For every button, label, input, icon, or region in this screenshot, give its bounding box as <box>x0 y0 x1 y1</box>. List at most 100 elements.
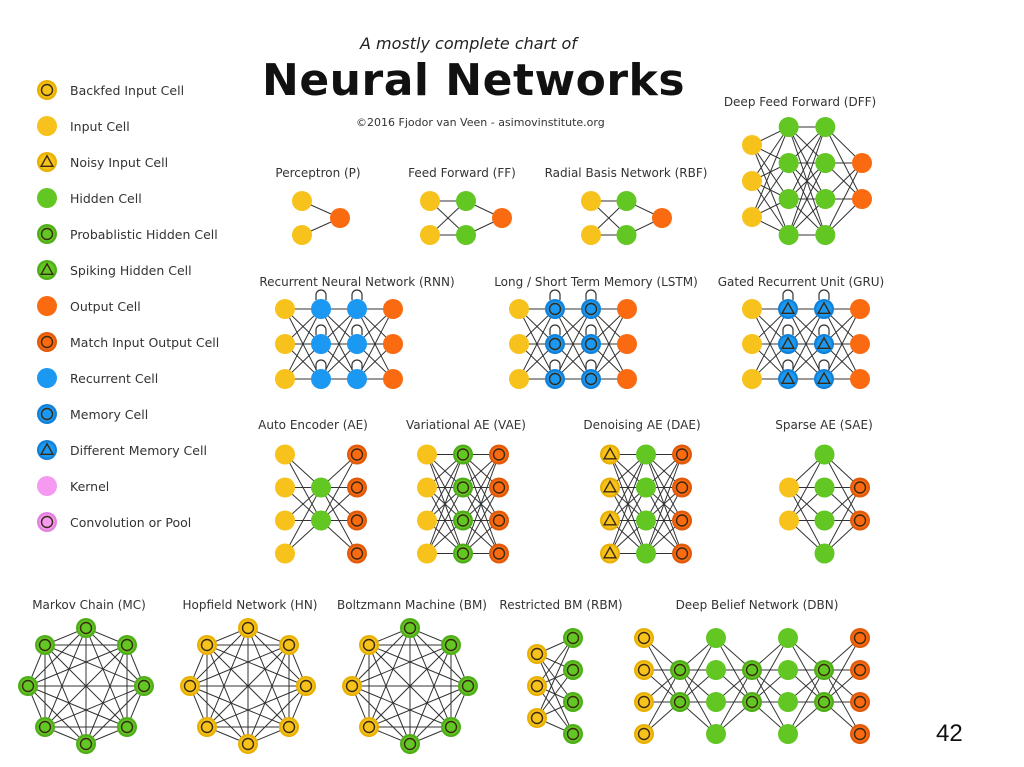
cells <box>275 444 367 564</box>
match-io-cell <box>489 477 509 498</box>
backfed-input-cell <box>37 80 57 100</box>
recurrent-loop-icon <box>315 324 327 335</box>
connections <box>609 454 683 554</box>
input-cell <box>417 543 437 564</box>
inner-ring-icon <box>282 720 296 734</box>
network-label-mc: Markov Chain (MC) <box>32 598 146 612</box>
memory-cell <box>37 404 57 424</box>
output-cell <box>617 369 637 389</box>
connection-line <box>751 162 790 218</box>
recurrent-loop-icon <box>585 359 597 370</box>
network-label-rbm: Restricted BM (RBM) <box>499 598 623 612</box>
match-io-cell <box>672 510 692 531</box>
inner-ring-icon <box>530 679 544 693</box>
output-cell <box>850 369 870 389</box>
output-cell <box>852 153 872 173</box>
match-io-cell <box>672 543 692 564</box>
inner-ring-icon <box>853 631 867 645</box>
inner-ring-icon <box>403 621 417 635</box>
output-cell <box>652 208 672 228</box>
match-io-cell <box>347 477 367 498</box>
connection-line <box>787 308 825 380</box>
hidden-cell <box>636 477 656 498</box>
input-cell <box>37 116 57 136</box>
network-label-hn: Hopfield Network (HN) <box>182 598 318 612</box>
match-io-cell <box>850 724 870 744</box>
inner-ring-icon <box>120 638 134 652</box>
legend-item-recurrent: Recurrent Cell <box>36 368 158 388</box>
inner-ring-icon <box>40 407 54 421</box>
diff-memory-icon <box>37 440 57 460</box>
kernel-icon <box>37 476 57 496</box>
connection-line <box>462 454 500 521</box>
connection-line <box>554 308 592 380</box>
probabilistic-hidden-cell <box>453 510 473 531</box>
triangle-icon <box>816 371 832 385</box>
inner-ring-icon <box>456 448 470 461</box>
hidden-cell <box>311 510 331 531</box>
legend-item-probabilistic-hidden: Probablistic Hidden Cell <box>36 224 218 244</box>
inner-ring-icon <box>745 663 759 677</box>
diff-memory-cell <box>778 334 798 354</box>
input-cell <box>275 444 295 465</box>
connection-line <box>206 644 249 745</box>
legend-item-conv-pool: Convolution or Pool <box>36 512 191 532</box>
backfed-input-cell <box>358 717 379 738</box>
hidden-cell <box>706 692 726 712</box>
connection-line <box>609 487 647 554</box>
recurrent-loop-icon <box>782 289 794 300</box>
triangle-icon <box>39 442 55 456</box>
output-cell <box>383 369 403 389</box>
connections <box>518 289 628 380</box>
probabilistic-hidden-cell <box>453 543 473 564</box>
legend-label: Probablistic Hidden Cell <box>70 226 218 242</box>
input-cell <box>275 299 295 319</box>
inner-ring-icon <box>350 448 364 461</box>
probabilistic-hidden-cell <box>453 477 473 498</box>
input-cell <box>275 477 295 498</box>
connection-line <box>643 669 681 735</box>
noisy-input-cell <box>600 510 620 531</box>
inner-ring-icon <box>566 695 580 709</box>
match-io-icon <box>37 332 57 352</box>
network-lstm <box>509 289 637 389</box>
inner-ring-icon <box>79 621 93 635</box>
inner-ring-icon <box>548 337 562 351</box>
legend-label: Different Memory Cell <box>70 442 207 458</box>
network-label-p: Perceptron (P) <box>275 166 361 180</box>
match-io-cell <box>672 477 692 498</box>
input-cell <box>417 510 437 531</box>
connection-line <box>645 454 683 554</box>
connection-line <box>679 637 717 703</box>
output-cell <box>850 299 870 319</box>
inner-ring-icon <box>38 720 52 734</box>
output-cell <box>852 189 872 209</box>
inner-ring-icon <box>817 663 831 677</box>
legend-item-hidden: Hidden Cell <box>36 188 142 208</box>
connection-line <box>189 685 249 745</box>
network-label-dae: Denoising AE (DAE) <box>583 418 701 432</box>
connection-line <box>44 644 145 687</box>
input-cell <box>420 191 440 211</box>
chart-subtitle: A mostly complete chart of <box>360 34 577 53</box>
connection-line <box>824 162 863 236</box>
inner-ring-icon <box>350 481 364 494</box>
network-label-vae: Variational AE (VAE) <box>406 418 526 432</box>
connection-line <box>645 487 683 554</box>
inner-ring-icon <box>548 372 562 386</box>
hidden-cell <box>815 117 836 137</box>
inner-ring-icon <box>137 679 151 693</box>
memory-cell <box>581 369 601 389</box>
legend-item-output: Output Cell <box>36 296 141 316</box>
inner-ring-icon <box>853 481 867 494</box>
connection-line <box>609 454 647 554</box>
inner-ring-icon <box>673 663 687 677</box>
input-cell <box>742 299 762 319</box>
memory-cell <box>545 334 565 354</box>
recurrent-loop-icon <box>818 359 830 370</box>
inner-ring-icon <box>817 695 831 709</box>
backfed-input-cell <box>238 734 258 754</box>
noisy-input-icon <box>37 152 57 172</box>
output-cell <box>383 299 403 319</box>
inner-ring-icon <box>675 547 689 560</box>
